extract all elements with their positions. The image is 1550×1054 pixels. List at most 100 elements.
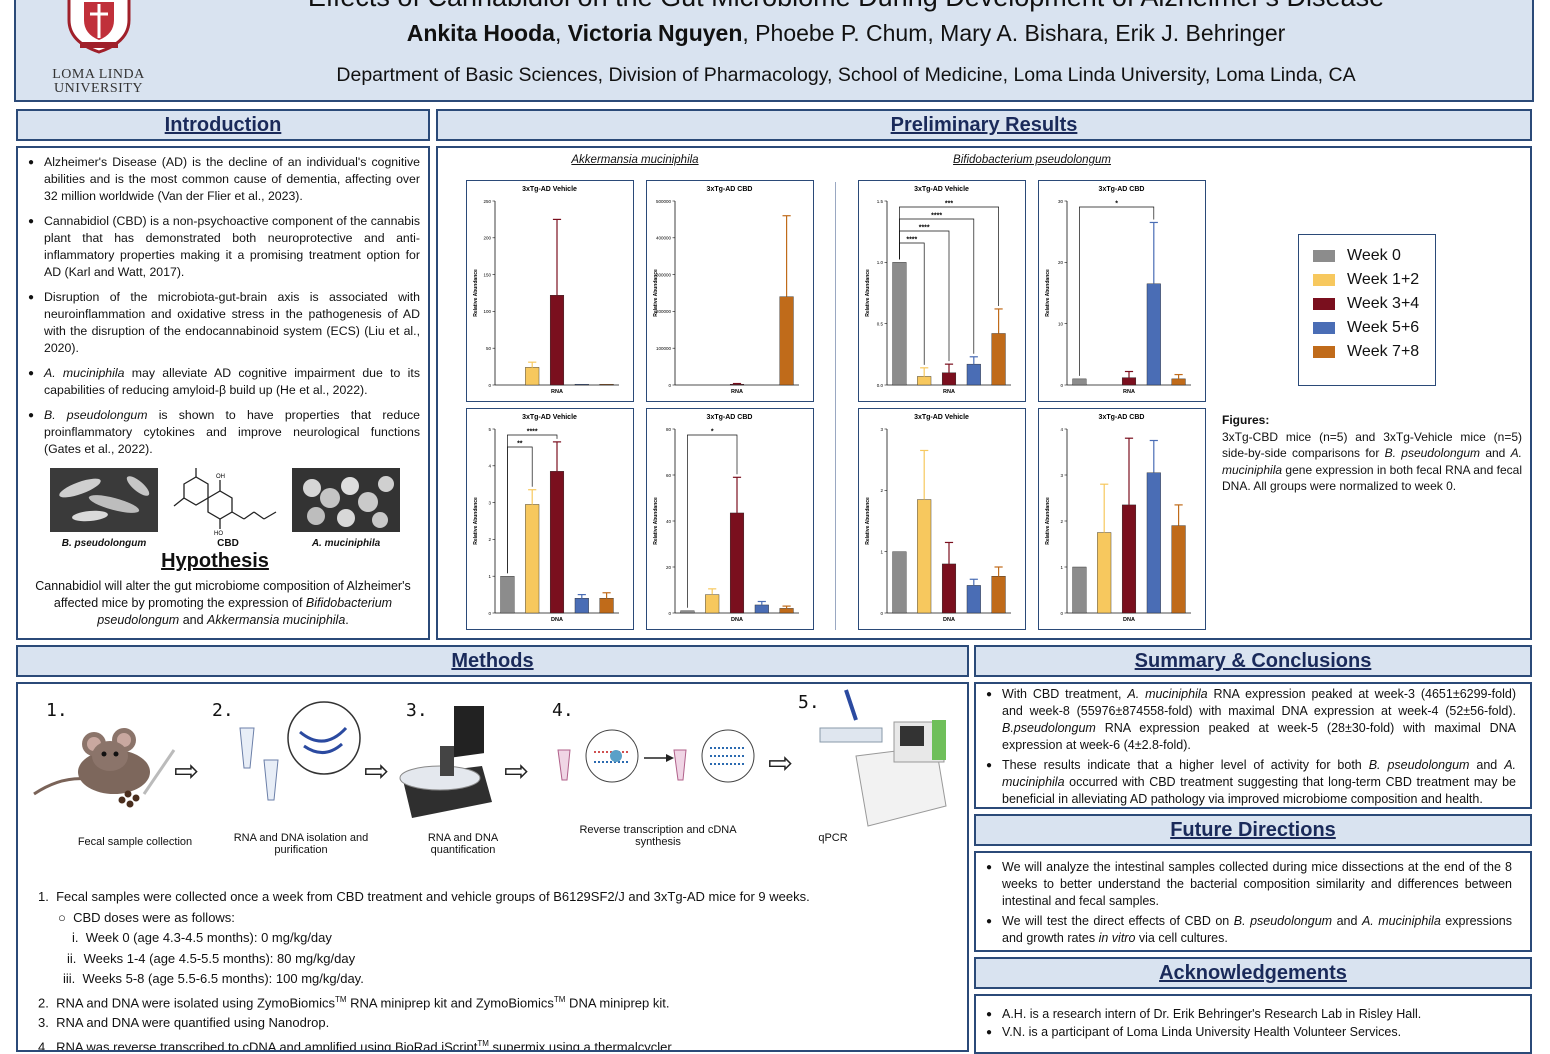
ack-bullet: V.N. is a participant of Loma Linda Univ… <box>982 1024 1512 1041</box>
methods-subsubitem: iii. Weeks 5-8 (age 5.5-6.5 months): 100… <box>63 971 364 986</box>
author-rest: , Phoebe P. Chum, Mary A. Bishara, Erik … <box>742 20 1286 46</box>
micrograph-image <box>292 468 400 532</box>
sig-label: **** <box>906 237 917 244</box>
cbd-molecule-icon: OH HO <box>173 468 277 537</box>
step-label: RNA and DNA isolation and purification <box>233 832 369 856</box>
legend-label: Week 3+4 <box>1347 295 1420 312</box>
methods-text: RNA miniprep kit and ZymoBiomics <box>346 994 554 1010</box>
chart-title: 3xTg-AD Vehicle <box>522 414 577 421</box>
species-name: A. muciniphila <box>1002 758 1516 789</box>
y-tick-label: 100 <box>483 309 491 314</box>
sig-label: * <box>711 429 714 436</box>
summary-box: With CBD treatment, A. muciniphila RNA e… <box>974 682 1532 809</box>
y-axis-label: Relative Abundance <box>1045 269 1051 317</box>
y-tick-label: 200 <box>483 236 491 241</box>
y-tick-label: 1 <box>1060 565 1063 570</box>
arrow-icon: ⇨ <box>364 755 390 788</box>
methods-subsubitem: ii. Weeks 1-4 (age 4.5-5.5 months): 80 m… <box>67 950 356 966</box>
group-label-bifidobacterium: Bifidobacterium pseudolongum <box>953 154 1111 166</box>
future-heading: Future Directions <box>1170 819 1336 841</box>
methods-heading: Methods <box>451 650 534 672</box>
chart-title: 3xTg-AD CBD <box>707 186 753 193</box>
intro-bullet: Disruption of the microbiota-gut-brain a… <box>24 289 420 357</box>
figures-caption: Figures: 3xTg-CBD mice (n=5) and 3xTg-Ve… <box>1222 412 1522 495</box>
intro-bullet: B. pseudolongum is shown to have propert… <box>24 407 420 458</box>
legend-swatch <box>1313 346 1335 358</box>
x-axis-label: DNA <box>551 617 563 623</box>
sig-label: **** <box>931 213 942 220</box>
step-label: qPCR <box>818 832 848 844</box>
methods-item: 4. RNA was reverse transcribed to cDNA a… <box>38 1034 958 1052</box>
bar <box>1097 532 1112 614</box>
micrograph-image <box>50 468 158 532</box>
methods-text: RNA and DNA were quantified using Nanodr… <box>56 1015 330 1031</box>
chart-title: 3xTg-AD Vehicle <box>914 186 969 193</box>
results-header: Preliminary Results <box>436 109 1532 141</box>
future-bullet: We will test the direct effects of CBD o… <box>982 913 1512 947</box>
caption-text: 3xTg-CBD mice (n=5) and 3xTg-Vehicle mic… <box>1222 429 1522 461</box>
methods-subsubitem: i. Week 0 (age 4.3-4.5 months): 0 mg/kg/… <box>72 930 332 945</box>
bar <box>729 383 745 386</box>
sig-bracket <box>899 206 999 306</box>
step-number: 5. <box>798 692 820 713</box>
affiliation: Department of Basic Sciences, Division o… <box>336 64 1356 86</box>
bar <box>966 585 981 614</box>
y-axis-label: Relative Abundance <box>1045 497 1051 545</box>
trademark: TM <box>334 994 347 1004</box>
bullet-text: RNA expression peaked at week-5 (28±30-f… <box>1002 721 1516 752</box>
bar <box>892 262 907 386</box>
methods-text: Weeks 1-4 (age 4.5-5.5 months): 80 mg/kg… <box>83 950 356 966</box>
tubes-icon <box>239 701 361 801</box>
bullet-text: may alleviate AD cognitive impairment du… <box>44 366 420 397</box>
step-label: Fecal sample collection <box>77 836 193 848</box>
legend-swatch <box>1313 274 1335 286</box>
species-name: B. pseudolongum <box>1384 446 1481 460</box>
y-tick-label: 50 <box>486 346 492 351</box>
nanodrop-icon <box>399 706 492 818</box>
y-tick-label: 0.5 <box>877 321 884 326</box>
sig-label: *** <box>945 201 953 208</box>
methods-subitem: ○ CBD doses were as follows: <box>58 909 235 925</box>
intro-heading: Introduction <box>164 114 282 136</box>
qpcr-machine-icon <box>819 689 947 827</box>
y-tick-label: 300000 <box>656 272 672 277</box>
trademark: TM <box>553 994 566 1004</box>
ack-heading: Acknowledgements <box>1159 962 1347 984</box>
species-name: A. muciniphila <box>44 366 125 380</box>
legend-label: Week 1+2 <box>1347 271 1420 288</box>
y-tick-label: 10 <box>1058 321 1064 326</box>
y-tick-label: 0 <box>1060 383 1063 388</box>
ack-box: A.H. is a research intern of Dr. Erik Be… <box>974 994 1532 1054</box>
in-vitro-text: in vitro <box>1098 931 1136 945</box>
bar <box>779 608 794 614</box>
group-label-akkermansia: Akkermansia muciniphila <box>571 154 699 166</box>
bar <box>599 598 614 614</box>
bar <box>754 604 769 614</box>
methods-text: CBD doses were as follows: <box>73 909 235 925</box>
bullet-text: is shown to have properties that reduce … <box>44 408 420 456</box>
svg-text:OH: OH <box>216 474 225 480</box>
bullet-text: via cell cultures. <box>1135 931 1228 945</box>
bar <box>705 594 720 614</box>
future-header: Future Directions <box>974 814 1532 846</box>
y-tick-label: 1.5 <box>877 199 884 204</box>
step-number: 4. <box>552 700 574 721</box>
bar <box>991 333 1006 386</box>
summary-header: Summary & Conclusions <box>974 645 1532 677</box>
x-axis-label: RNA <box>551 389 563 395</box>
chart-title: 3xTg-AD CBD <box>1099 414 1145 421</box>
caption-text: and <box>1480 446 1511 460</box>
bullet-text: expressions and growth rates <box>1002 914 1512 945</box>
bar <box>1171 378 1186 386</box>
y-tick-label: 2 <box>880 488 883 493</box>
methods-text: supermix using a thermalcycler. <box>488 1039 675 1052</box>
b-pseudolongum-micrograph <box>50 468 158 532</box>
step-number: 1. <box>46 700 68 721</box>
methods-item: 3. RNA and DNA were quantified using Nan… <box>38 1015 330 1031</box>
